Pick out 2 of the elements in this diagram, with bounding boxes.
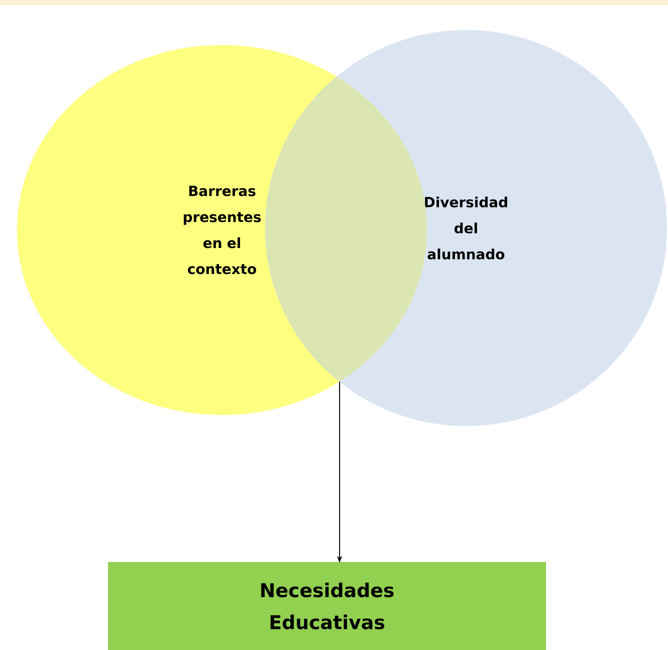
overlap-region [265,76,427,382]
result-box: Necesidades Educativas [108,562,546,650]
